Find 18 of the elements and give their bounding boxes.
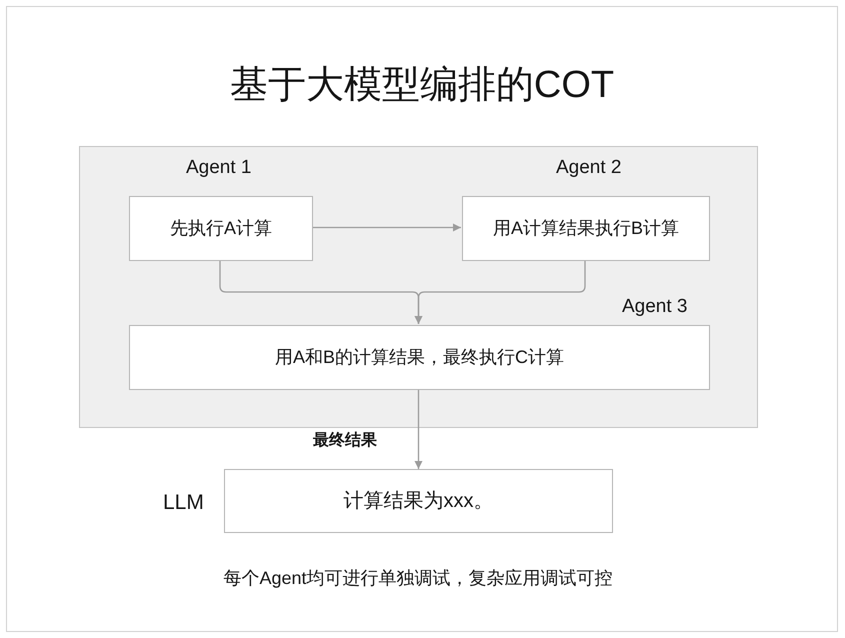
node-text: 计算结果为xxx。	[342, 489, 494, 514]
process-box	[462, 196, 710, 261]
side-label: LLM	[163, 490, 204, 516]
side-label: Agent 2	[556, 156, 622, 180]
container-panel	[79, 146, 758, 428]
side-label: Agent 1	[186, 156, 252, 180]
connector-arrow	[414, 389, 422, 469]
connector-arrow	[414, 260, 586, 324]
caption-text: 每个Agent均可进行单独调试，复杂应用调试可控	[223, 567, 613, 590]
diagram-title: 基于大模型编排的COT	[230, 63, 614, 108]
connector-arrow	[312, 224, 461, 232]
node-text: 用A和B的计算结果，最终执行C计算	[274, 346, 565, 369]
node-text: 先执行A计算	[168, 217, 273, 240]
process-box	[129, 196, 313, 261]
node-text: 用A计算结果执行B计算	[492, 217, 680, 240]
process-box	[224, 469, 613, 533]
side-label: Agent 3	[622, 295, 688, 319]
process-box	[129, 325, 710, 390]
